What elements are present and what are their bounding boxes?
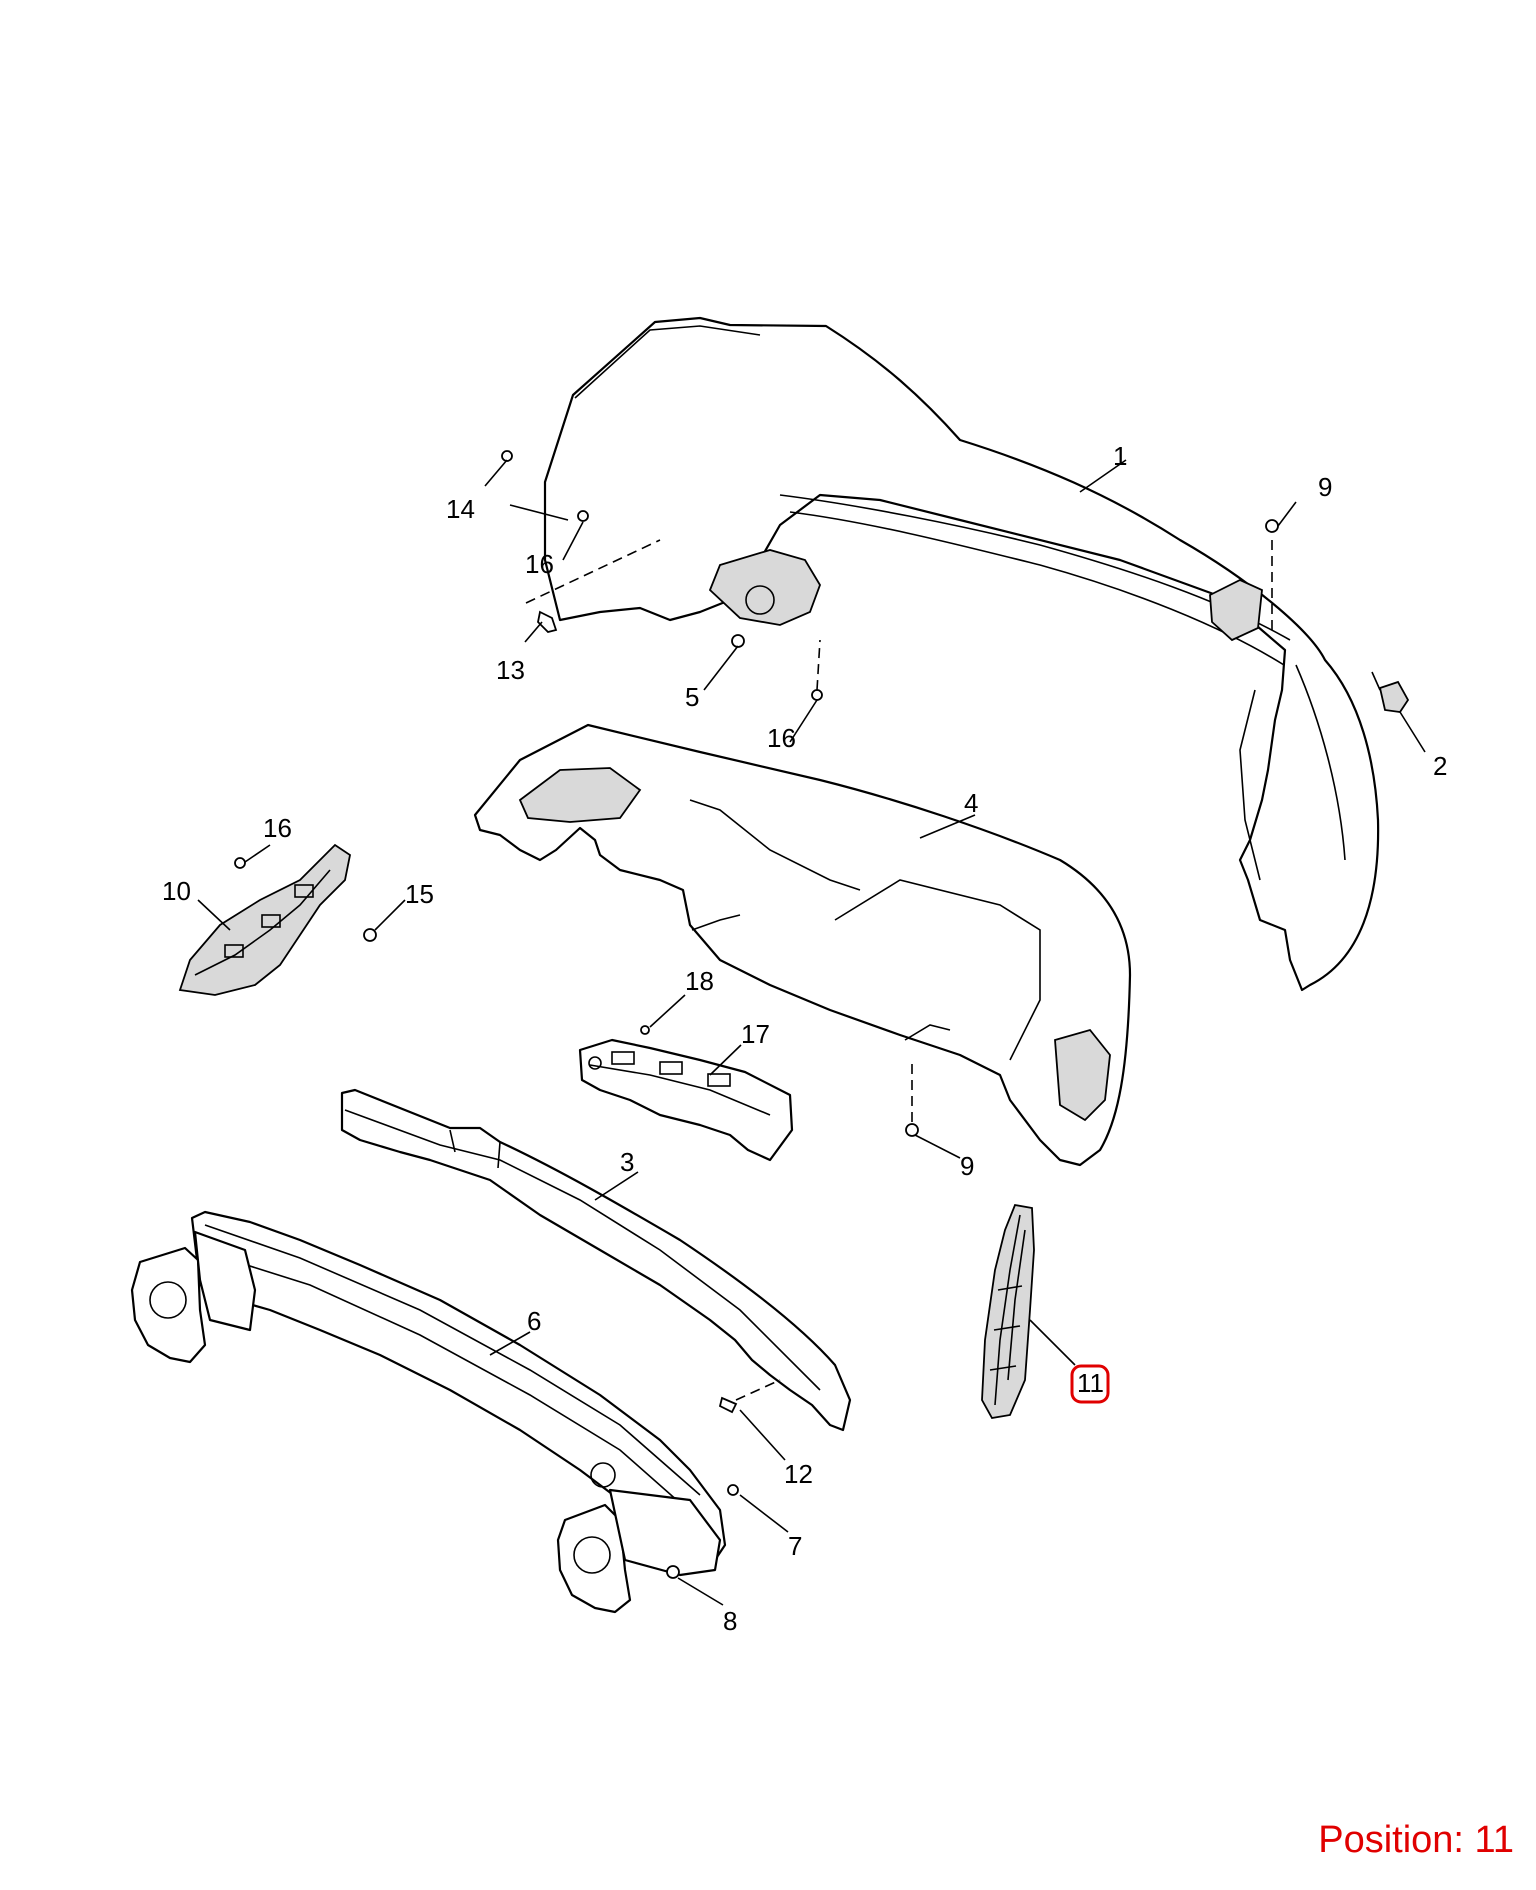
fastener-9-bottom bbox=[905, 1123, 919, 1137]
callout-labels: 1 9 2 14 16 13 5 16 4 16 10 15 18 17 9 3… bbox=[162, 441, 1447, 1636]
callout-2[interactable]: 2 bbox=[1433, 751, 1447, 781]
part-10-side-bracket[interactable] bbox=[178, 843, 352, 996]
position-indicator: Position: 11 bbox=[1318, 1819, 1514, 1861]
fastener-16-top bbox=[577, 510, 589, 522]
callout-10[interactable]: 10 bbox=[162, 876, 191, 906]
callout-9-bottom[interactable]: 9 bbox=[960, 1151, 974, 1181]
callout-4[interactable]: 4 bbox=[964, 788, 978, 818]
part-3-energy-absorber[interactable] bbox=[340, 1088, 852, 1432]
callout-16-mid[interactable]: 16 bbox=[767, 723, 796, 753]
callout-5[interactable]: 5 bbox=[685, 682, 699, 712]
callout-1[interactable]: 1 bbox=[1113, 441, 1127, 471]
callout-17[interactable]: 17 bbox=[741, 1019, 770, 1049]
part-4-lower-valance[interactable] bbox=[473, 723, 1132, 1167]
callout-7[interactable]: 7 bbox=[788, 1531, 802, 1561]
fastener-9-top bbox=[1265, 519, 1279, 533]
part-6-impact-bar[interactable] bbox=[130, 1210, 727, 1614]
callout-6[interactable]: 6 bbox=[527, 1306, 541, 1336]
fastener-18 bbox=[640, 1025, 650, 1035]
part-2-bracket[interactable] bbox=[1371, 671, 1410, 713]
callout-14[interactable]: 14 bbox=[446, 494, 475, 524]
leader-lines bbox=[197, 459, 1426, 1606]
fastener-5 bbox=[731, 634, 745, 648]
fastener-15 bbox=[363, 928, 377, 942]
fastener-7 bbox=[727, 1484, 739, 1496]
callout-9-top[interactable]: 9 bbox=[1318, 472, 1332, 502]
part-11-reinforcement-strip[interactable] bbox=[981, 1203, 1035, 1419]
fastener-14 bbox=[501, 450, 513, 462]
callout-15[interactable]: 15 bbox=[405, 879, 434, 909]
callout-18[interactable]: 18 bbox=[685, 966, 714, 996]
fastener-8 bbox=[666, 1565, 680, 1579]
callout-13[interactable]: 13 bbox=[496, 655, 525, 685]
part-17-mounting-bracket[interactable] bbox=[578, 1038, 794, 1162]
callout-16-left[interactable]: 16 bbox=[263, 813, 292, 843]
callout-11[interactable]: 11 bbox=[1077, 1368, 1104, 1398]
fastener-13-clip bbox=[537, 610, 558, 633]
part-1-bumper-cover[interactable] bbox=[543, 316, 1380, 992]
callout-3[interactable]: 3 bbox=[620, 1147, 634, 1177]
callout-8[interactable]: 8 bbox=[723, 1606, 737, 1636]
fasteners bbox=[234, 450, 1279, 1579]
selected-callout-ring bbox=[1070, 1364, 1110, 1404]
callout-12[interactable]: 12 bbox=[784, 1459, 813, 1489]
fastener-16-mid bbox=[811, 689, 823, 701]
callout-16-top[interactable]: 16 bbox=[525, 549, 554, 579]
fastener-16-left bbox=[234, 857, 246, 869]
fastener-12 bbox=[718, 1396, 738, 1414]
